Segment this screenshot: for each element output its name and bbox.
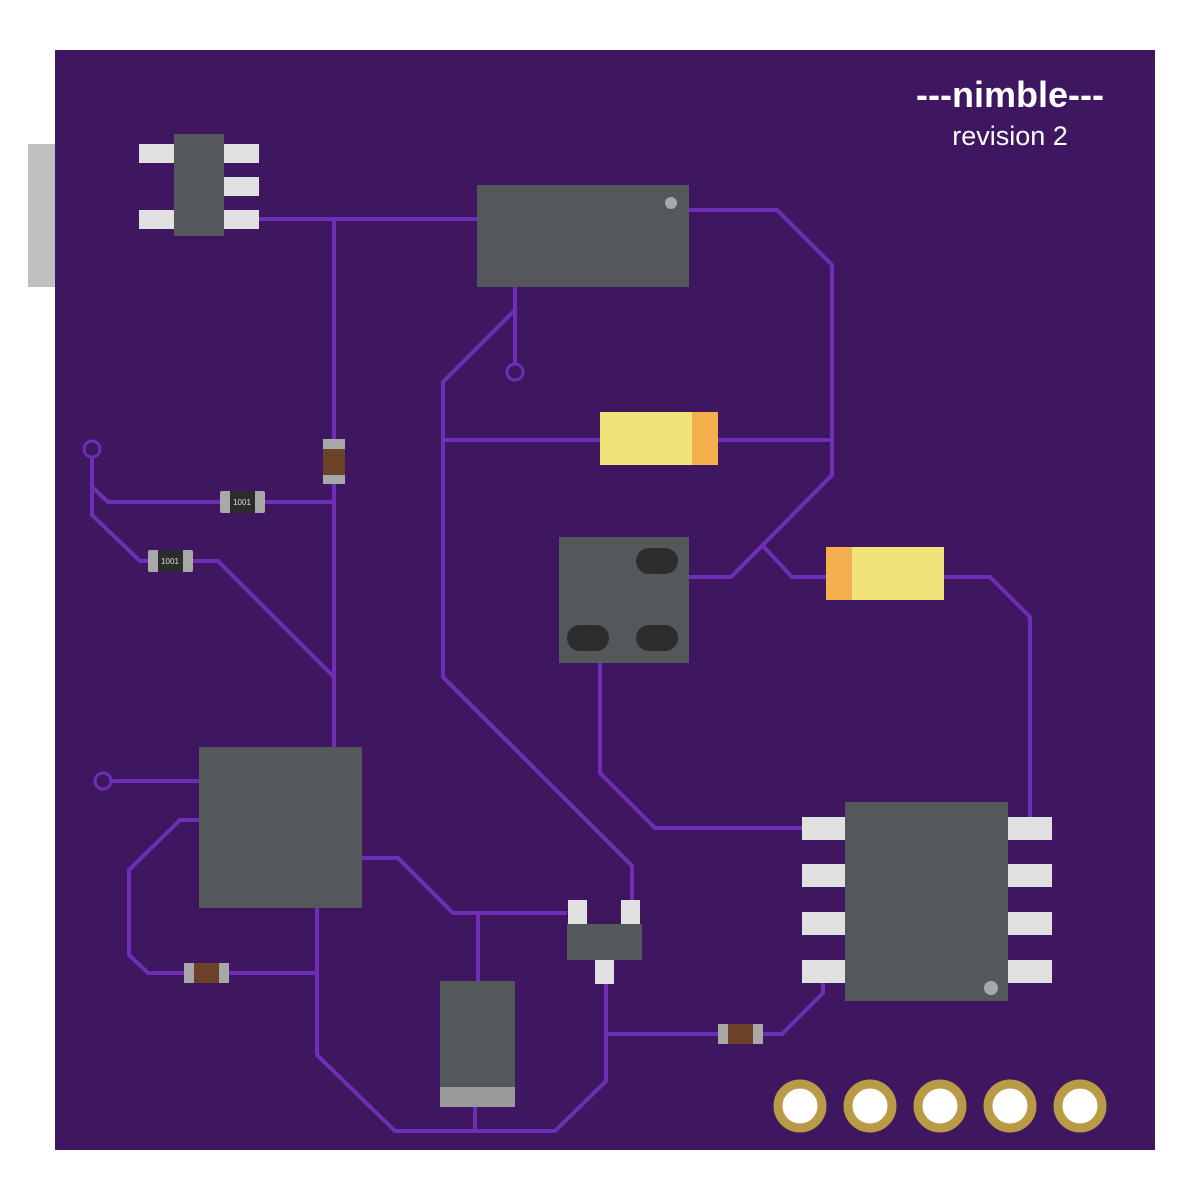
through-hole-pad	[983, 1079, 1037, 1133]
pin1-dot	[665, 197, 677, 209]
tantalum-capacitor-1	[600, 412, 718, 465]
via	[505, 362, 525, 382]
vias	[82, 362, 525, 791]
vertical-resistor	[323, 439, 345, 484]
diode	[440, 981, 515, 1107]
board-title: ---nimble---	[916, 74, 1104, 115]
top-ic	[477, 185, 689, 287]
resistor-1001-b: 1001	[148, 550, 193, 572]
qfn-chip	[199, 747, 362, 908]
through-hole-pad	[913, 1079, 967, 1133]
crystal	[559, 537, 689, 663]
tantalum-capacitor-2	[826, 547, 944, 600]
header-holes	[773, 1079, 1107, 1133]
soic8-chip	[802, 802, 1052, 1001]
via	[93, 771, 113, 791]
edge-connector	[28, 144, 55, 287]
resistor-label: 1001	[161, 557, 179, 566]
traces	[90, 208, 1032, 1133]
through-hole-pad	[1053, 1079, 1107, 1133]
sot223-regulator	[139, 134, 259, 236]
resistor-small-2	[718, 1024, 763, 1044]
through-hole-pad	[843, 1079, 897, 1133]
via	[82, 439, 102, 459]
resistor-1001-a: 1001	[220, 491, 265, 513]
through-hole-pad	[773, 1079, 827, 1133]
resistor-small-1	[184, 963, 229, 983]
sot23-transistor	[567, 900, 642, 984]
resistor-label: 1001	[233, 498, 251, 507]
board-revision: revision 2	[952, 121, 1068, 151]
